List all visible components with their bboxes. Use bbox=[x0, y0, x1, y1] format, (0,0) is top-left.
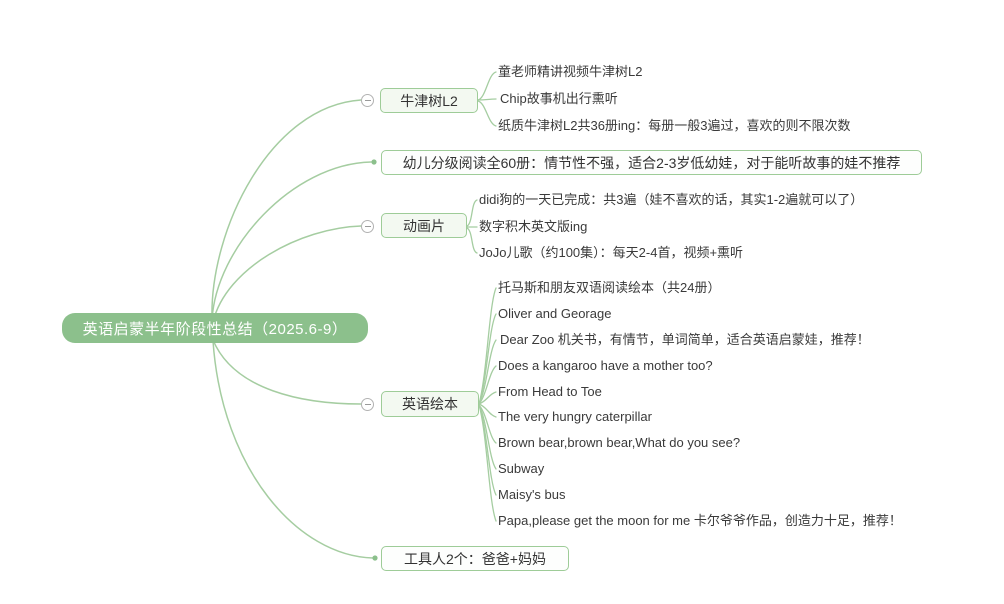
leaf-item[interactable]: Oliver and Georage bbox=[498, 306, 612, 321]
branch-node-cartoons[interactable]: 动画片 bbox=[381, 213, 467, 238]
leaf-item[interactable]: Dear Zoo 机关书，有情节，单词简单，适合英语启蒙娃，推荐！ bbox=[500, 332, 870, 347]
leaf-item[interactable]: 童老师精讲视频牛津树L2 bbox=[498, 64, 643, 79]
node-anchor-dot bbox=[372, 555, 378, 561]
collapse-minus-icon[interactable] bbox=[361, 94, 374, 107]
branch-node-picture-books[interactable]: 英语绘本 bbox=[381, 391, 479, 417]
minus-glyph bbox=[364, 99, 371, 102]
collapse-minus-icon[interactable] bbox=[361, 398, 374, 411]
leaf-item[interactable]: 数字积木英文版ing bbox=[479, 219, 588, 234]
collapse-minus-icon[interactable] bbox=[361, 220, 374, 233]
minus-glyph bbox=[364, 403, 371, 406]
leaf-item[interactable]: 托马斯和朋友双语阅读绘本（共24册） bbox=[498, 280, 721, 295]
leaf-item[interactable]: From Head to Toe bbox=[498, 384, 602, 399]
leaf-item[interactable]: Subway bbox=[498, 461, 545, 476]
leaf-item[interactable]: Maisy's bus bbox=[498, 487, 566, 502]
root-node[interactable]: 英语启蒙半年阶段性总结（2025.6-9） bbox=[62, 313, 368, 343]
leaf-item[interactable]: 纸质牛津树L2共36册ing：每册一般3遍过，喜欢的则不限次数 bbox=[498, 118, 851, 133]
branch-node-helpers[interactable]: 工具人2个：爸爸+妈妈 bbox=[381, 546, 569, 571]
leaf-item[interactable]: Papa,please get the moon for me 卡尔爷爷作品，创… bbox=[498, 513, 902, 528]
leaf-item[interactable]: Chip故事机出行熏听 bbox=[500, 91, 618, 106]
branch-node-oxford-tree[interactable]: 牛津树L2 bbox=[380, 88, 478, 113]
leaf-item[interactable]: didi狗的一天已完成：共3遍（娃不喜欢的话，其实1-2遍就可以了） bbox=[479, 192, 864, 207]
minus-glyph bbox=[364, 225, 371, 228]
leaf-item[interactable]: Does a kangaroo have a mother too? bbox=[498, 358, 713, 373]
leaf-item[interactable]: Brown bear,brown bear,What do you see? bbox=[498, 435, 741, 450]
leaf-item[interactable]: JoJo儿歌（约100集）：每天2-4首，视频+熏听 bbox=[479, 245, 744, 260]
node-anchor-dot bbox=[371, 159, 377, 165]
branch-node-graded-reading[interactable]: 幼儿分级阅读全60册：情节性不强，适合2-3岁低幼娃，对于能听故事的娃不推荐 bbox=[381, 150, 922, 175]
leaf-item[interactable]: The very hungry caterpillar bbox=[498, 409, 652, 424]
